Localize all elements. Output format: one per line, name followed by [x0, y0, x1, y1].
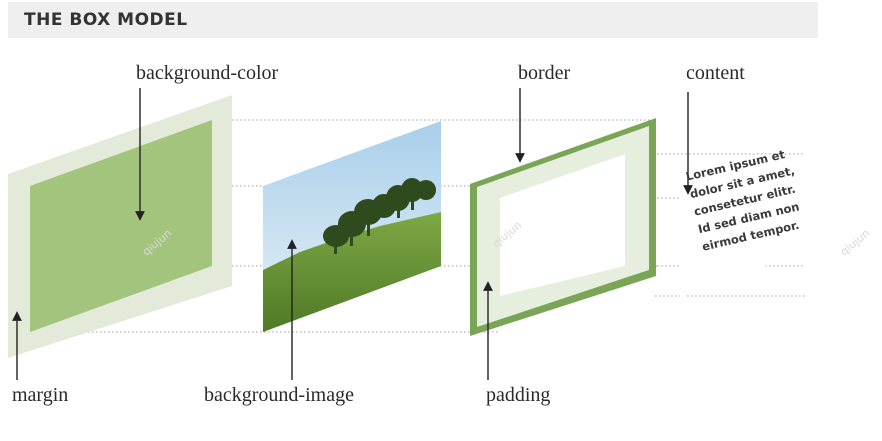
background-image-layer	[263, 121, 441, 332]
diagram-title: THE BOX MODEL	[24, 10, 188, 30]
tree-icon	[323, 178, 436, 254]
border-layer	[470, 118, 656, 336]
content-layer	[680, 154, 808, 298]
background-color-layer	[30, 120, 212, 332]
content-area	[500, 154, 625, 296]
label-margin: margin	[12, 384, 69, 406]
label-background-color: background-color	[136, 62, 279, 84]
label-content: content	[686, 62, 745, 84]
label-background-image: background-image	[204, 384, 354, 406]
title-bar: THE BOX MODEL	[8, 2, 818, 38]
pointer-arrows	[12, 88, 693, 380]
label-border: border	[518, 62, 571, 84]
label-padding: padding	[486, 384, 551, 406]
